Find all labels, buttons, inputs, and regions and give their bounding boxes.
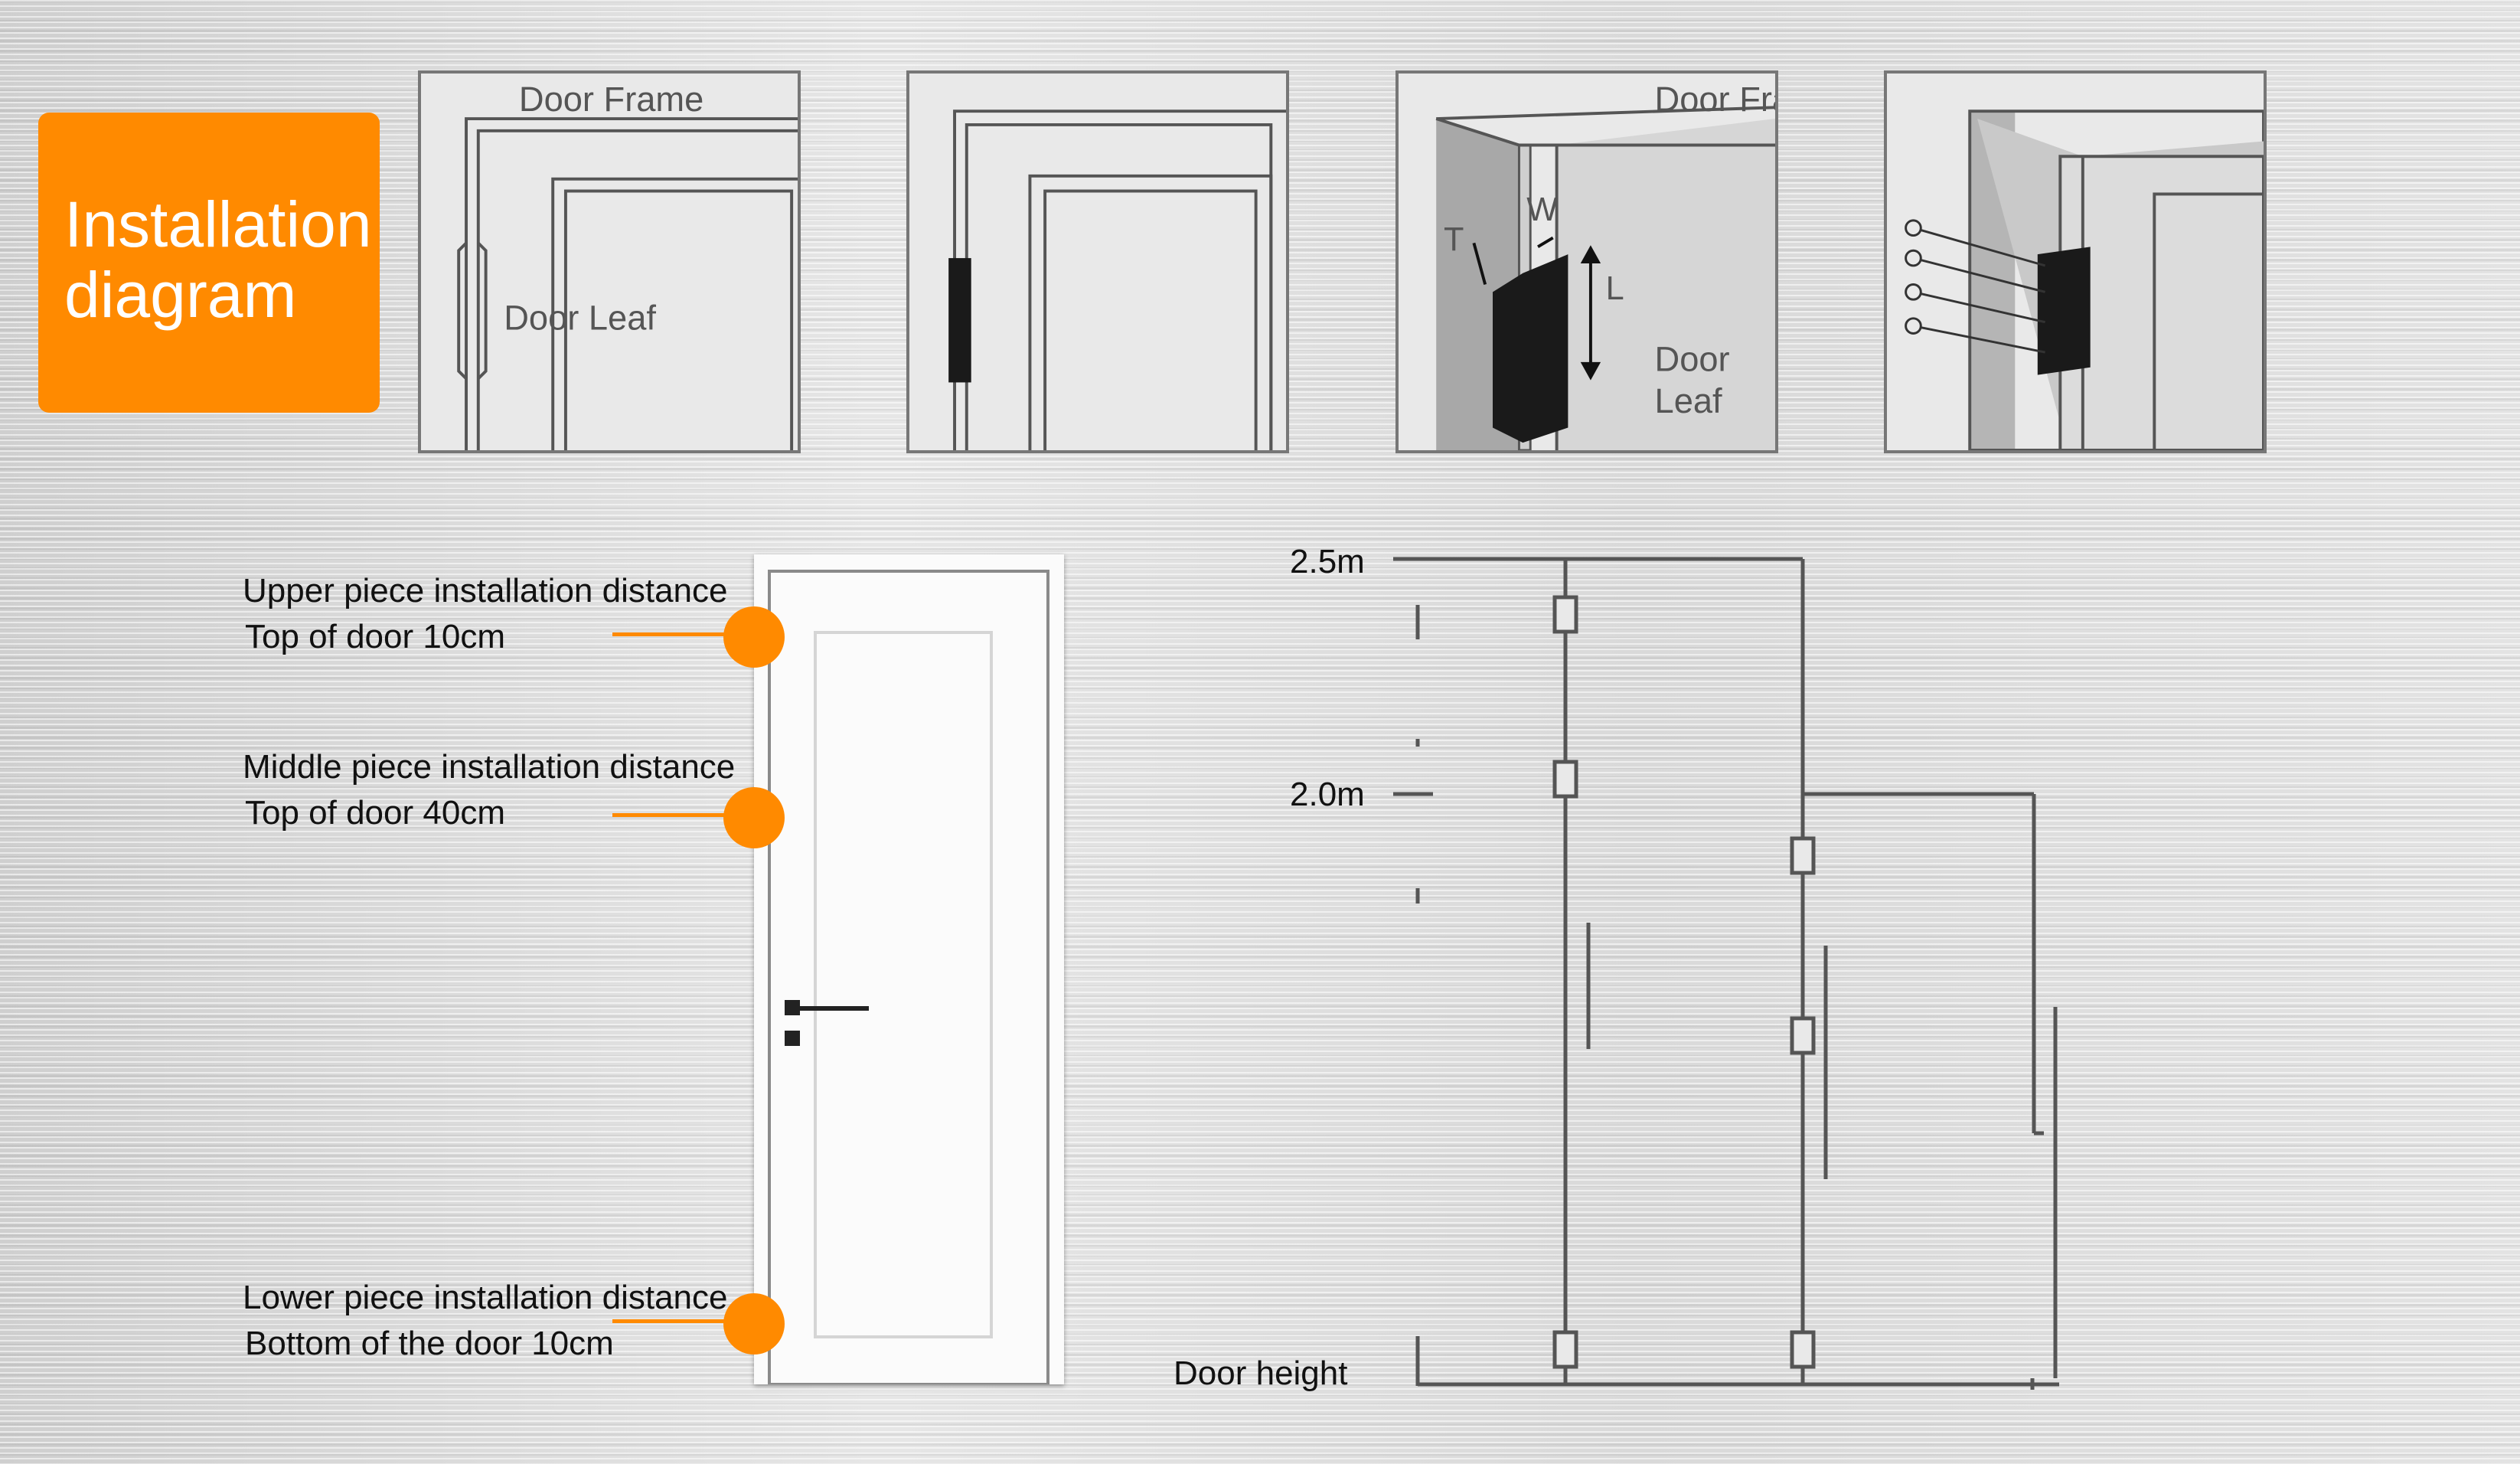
dimension-l-label: L xyxy=(1606,270,1624,307)
door-illustration xyxy=(754,554,1064,1384)
door-leaf-label-line1: Door xyxy=(1655,340,1730,379)
door-drawing xyxy=(754,554,1064,1384)
screws-drawing xyxy=(1905,109,2264,450)
door-frame-label: Door Frame xyxy=(1655,80,1775,119)
callout-lower-line xyxy=(612,1319,750,1323)
diagram-panel-screws xyxy=(1884,70,2267,453)
door-handle-lever xyxy=(785,1006,869,1011)
frame-leaf-drawing: Door Frame Door Leaf xyxy=(457,80,798,450)
screw-icon xyxy=(1905,249,1922,267)
height-2-5m-label: 2.5m xyxy=(1290,543,1365,580)
callout-lower-detail: Bottom of the door 10cm xyxy=(245,1325,614,1362)
hinge-marker xyxy=(1790,836,1816,875)
badge-title-line1: Installation xyxy=(64,188,372,260)
callout-middle-detail: Top of door 40cm xyxy=(245,794,505,832)
frame-outer-line xyxy=(953,109,1286,450)
callout-lower-dot xyxy=(723,1293,785,1355)
hinge-block-drawing xyxy=(948,109,1286,450)
door-leaf-face xyxy=(1556,119,1775,450)
strike-plate xyxy=(1493,254,1568,443)
door-outline xyxy=(768,570,1049,1384)
callout-upper-dot xyxy=(723,606,785,668)
dimension-t-label: T xyxy=(1444,221,1464,258)
door-leaf-label-line2: Leaf xyxy=(1655,381,1722,420)
dimension-w-label: W xyxy=(1526,191,1558,228)
diagram-panel-dimensions: T W L Door Frame Door Leaf xyxy=(1395,70,1778,453)
callout-upper-title: Upper piece installation distance xyxy=(243,572,728,609)
hinge-marker xyxy=(1552,1330,1578,1369)
leaf-inner-edge xyxy=(563,189,794,450)
hinge-marker xyxy=(1790,1330,1816,1369)
screw-icon xyxy=(1905,317,1922,335)
height-schematic-drawing: 2.5m 2.0m Door height xyxy=(1173,543,2059,1392)
frame-inner-line xyxy=(965,123,1273,450)
frame-outer-line xyxy=(465,117,798,450)
diagram-panel-hinge-block xyxy=(906,70,1289,453)
callout-middle-line xyxy=(612,813,750,817)
door-frame-label: Door Frame xyxy=(519,80,703,119)
hinge-block xyxy=(2037,247,2091,375)
badge-title-line2: diagram xyxy=(64,259,297,331)
dimension-l-arrow-top xyxy=(1580,245,1601,263)
dimension-l-arrow-bottom xyxy=(1580,361,1601,381)
leaf-inner-edge xyxy=(1043,189,1258,450)
callout-upper-line xyxy=(612,632,750,636)
hinge-marker xyxy=(1552,595,1578,634)
diagram-panel-frame-leaf: Door Frame Door Leaf xyxy=(418,70,801,453)
frame-rebate-line xyxy=(1435,117,1775,147)
dimension-w-line xyxy=(1537,236,1554,249)
door-leaf-face xyxy=(2058,155,2264,450)
dimensions-drawing: T W L Door Frame Door Leaf xyxy=(1435,80,1775,450)
leaf-outer-edge xyxy=(1028,174,1273,450)
hinge-marker xyxy=(1790,1016,1816,1055)
leaf-panel-edge xyxy=(2153,192,2264,450)
hinge-block xyxy=(948,258,971,383)
door-panel-recess xyxy=(814,631,993,1338)
dimension-t-line xyxy=(1472,242,1487,286)
callout-middle-title: Middle piece installation distance xyxy=(243,748,736,786)
screw-icon xyxy=(1905,283,1922,301)
title-badge: Installation diagram xyxy=(38,113,380,413)
callout-middle-dot xyxy=(723,787,785,848)
door-leaf-label: Door Leaf xyxy=(504,299,656,338)
frame-top-line xyxy=(1436,106,1775,121)
hinge-outline xyxy=(457,242,488,380)
leaf-outer-edge xyxy=(551,177,798,450)
callout-upper-detail: Top of door 10cm xyxy=(245,618,505,655)
callout-lower-title: Lower piece installation distance xyxy=(243,1279,728,1316)
door-height-label: Door height xyxy=(1173,1355,1347,1392)
frame-inner-line xyxy=(476,129,798,450)
hinge-marker xyxy=(1552,760,1578,799)
door-height-schematic: 2.5m 2.0m Door height xyxy=(1148,528,2067,1409)
door-lock-icon xyxy=(785,1031,800,1046)
height-2-0m-label: 2.0m xyxy=(1290,776,1365,813)
screw-icon xyxy=(1905,219,1922,237)
